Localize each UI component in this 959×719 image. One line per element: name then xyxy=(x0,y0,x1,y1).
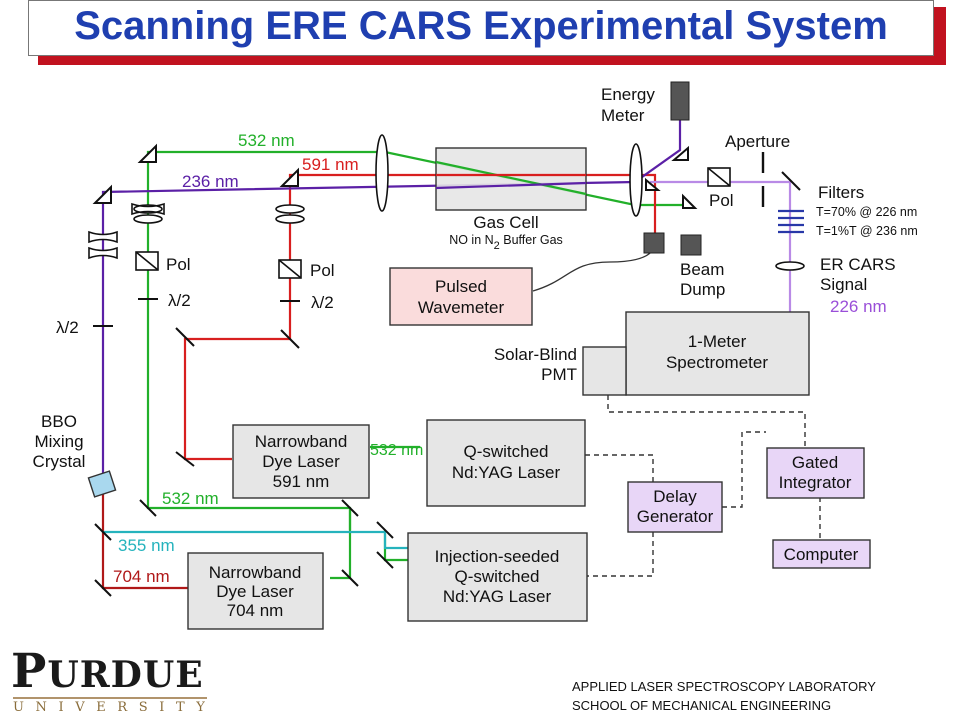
page-title: Scanning ERE CARS Experimental System xyxy=(74,4,888,48)
dye-laser-704-box xyxy=(187,552,324,630)
nd-yag-seeded-box xyxy=(407,532,588,622)
beam-532-top-label: 532 nm xyxy=(238,131,295,150)
computer-label: Computer xyxy=(784,545,859,564)
filter-1-label: T=70% @ 226 nm xyxy=(816,205,917,219)
filter-icon xyxy=(778,209,804,234)
purdue-logo: PURDUE UNIVERSITY xyxy=(11,648,211,716)
pmt-box xyxy=(582,346,627,396)
beam-355 xyxy=(103,530,408,550)
computer-box xyxy=(772,539,871,569)
detector-icon xyxy=(643,232,702,256)
logo-subtitle: UNIVERSITY xyxy=(13,700,217,715)
gas-cell-sub-label: NO in N2 Buffer Gas xyxy=(449,233,563,252)
beam-532-pump-label: 532 nm xyxy=(370,442,423,459)
gated-integrator-box xyxy=(766,447,865,499)
beam-236-label: 236 nm xyxy=(182,172,239,191)
beam-591-label: 591 nm xyxy=(302,155,359,174)
pol-label-3: Pol xyxy=(709,191,734,210)
pol-label-1: Pol xyxy=(166,255,191,274)
crystal-icon xyxy=(87,470,117,498)
aperture-label: Aperture xyxy=(725,132,790,151)
delay-generator-box xyxy=(627,481,723,533)
filter-2-label: T=1%T @ 236 nm xyxy=(816,224,918,238)
signal-wavelength-label: 226 nm xyxy=(830,297,887,316)
logo-wordmark: PURDUE xyxy=(11,644,204,699)
half-wave-label-2: λ/2 xyxy=(311,293,334,312)
footer-line-1: APPLIED LASER SPECTROSCOPY LABORATORY xyxy=(572,679,876,694)
dye-laser-591-box xyxy=(232,424,370,499)
waveplate-icon xyxy=(93,298,300,327)
half-wave-label-3: λ/2 xyxy=(56,318,79,337)
half-wave-label-1: λ/2 xyxy=(168,291,191,310)
mirror-icon xyxy=(92,143,801,597)
footer: APPLIED LASER SPECTROSCOPY LABORATORY SC… xyxy=(572,677,876,715)
polarizer-icon xyxy=(135,167,731,279)
footer-line-2: SCHOOL OF MECHANICAL ENGINEERING xyxy=(572,698,832,713)
wavemeter-fiber xyxy=(532,245,656,292)
signal-cables xyxy=(585,395,821,577)
beam-355-label: 355 nm xyxy=(118,536,175,555)
gas-cell-beams xyxy=(435,160,587,196)
nd-yag-1-box xyxy=(426,419,586,507)
title-box: Scanning ERE CARS Experimental System xyxy=(28,0,934,56)
beam-704-label: 704 nm xyxy=(113,567,170,586)
beam-532-lower-label: 532 nm xyxy=(162,489,219,508)
lens-icon xyxy=(88,134,805,271)
logo-rule xyxy=(13,697,207,699)
gas-cell-label: Gas Cell xyxy=(473,213,538,232)
pol-label-2: Pol xyxy=(310,261,335,280)
pulsed-wavemeter-box xyxy=(389,267,533,326)
filters-label: Filters xyxy=(818,183,864,202)
energy-meter-icon xyxy=(670,81,690,121)
